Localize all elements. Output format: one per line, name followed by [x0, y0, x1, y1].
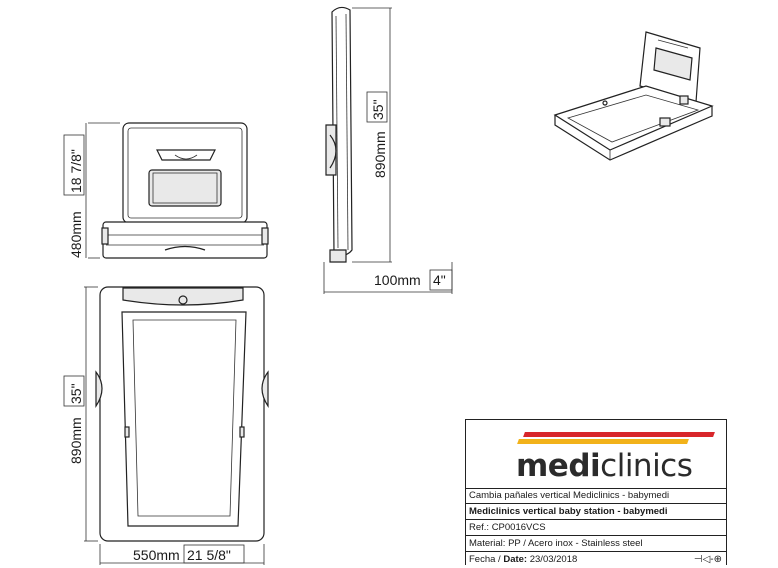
dimension-open-height: 890mm 35" — [63, 286, 98, 542]
dim-side-height: 890mm — [372, 131, 388, 178]
isometric-view — [553, 31, 714, 161]
top-view-open — [95, 286, 269, 542]
dim-open-height: 890mm — [68, 417, 84, 464]
dim-folded-height: 480mm — [68, 211, 84, 258]
side-view — [325, 6, 353, 263]
reference: Ref.: CP0016VCS — [466, 520, 726, 536]
description-spanish: Cambia pañales vertical Mediclinics - ba… — [466, 488, 726, 504]
logo-wordmark: mediclinics — [516, 448, 693, 484]
dim-side-height-in: 35" — [370, 99, 386, 120]
dim-open-height-in: 35" — [68, 383, 84, 404]
front-view-folded — [101, 122, 269, 259]
dim-width-in: 21 5/8" — [187, 547, 231, 563]
logo-stripe-red — [523, 432, 715, 437]
description-english: Mediclinics vertical baby station - baby… — [466, 504, 726, 520]
dim-depth: 100mm — [374, 272, 421, 288]
logo: mediclinics — [466, 420, 726, 489]
dimension-side-height: 890mm 35" — [352, 7, 392, 263]
logo-stripe-yellow — [517, 439, 689, 444]
dim-width: 550mm — [133, 547, 180, 563]
material: Material: PP / Acero inox - Stainless st… — [466, 536, 726, 552]
dimension-width: 550mm 21 5/8" — [99, 544, 265, 565]
title-block: mediclinics Cambia pañales vertical Medi… — [465, 419, 727, 565]
dimension-depth: 100mm 4" — [323, 262, 453, 294]
dimension-folded-height: 480mm 18 7/8" — [63, 122, 120, 259]
date: Fecha / Date: 23/03/2018 ⊣◁-⊕ — [466, 552, 726, 568]
dim-depth-in: 4" — [433, 272, 446, 288]
projection-symbol-icon: ⊣◁-⊕ — [693, 554, 722, 565]
dim-folded-height-in: 18 7/8" — [68, 149, 84, 193]
